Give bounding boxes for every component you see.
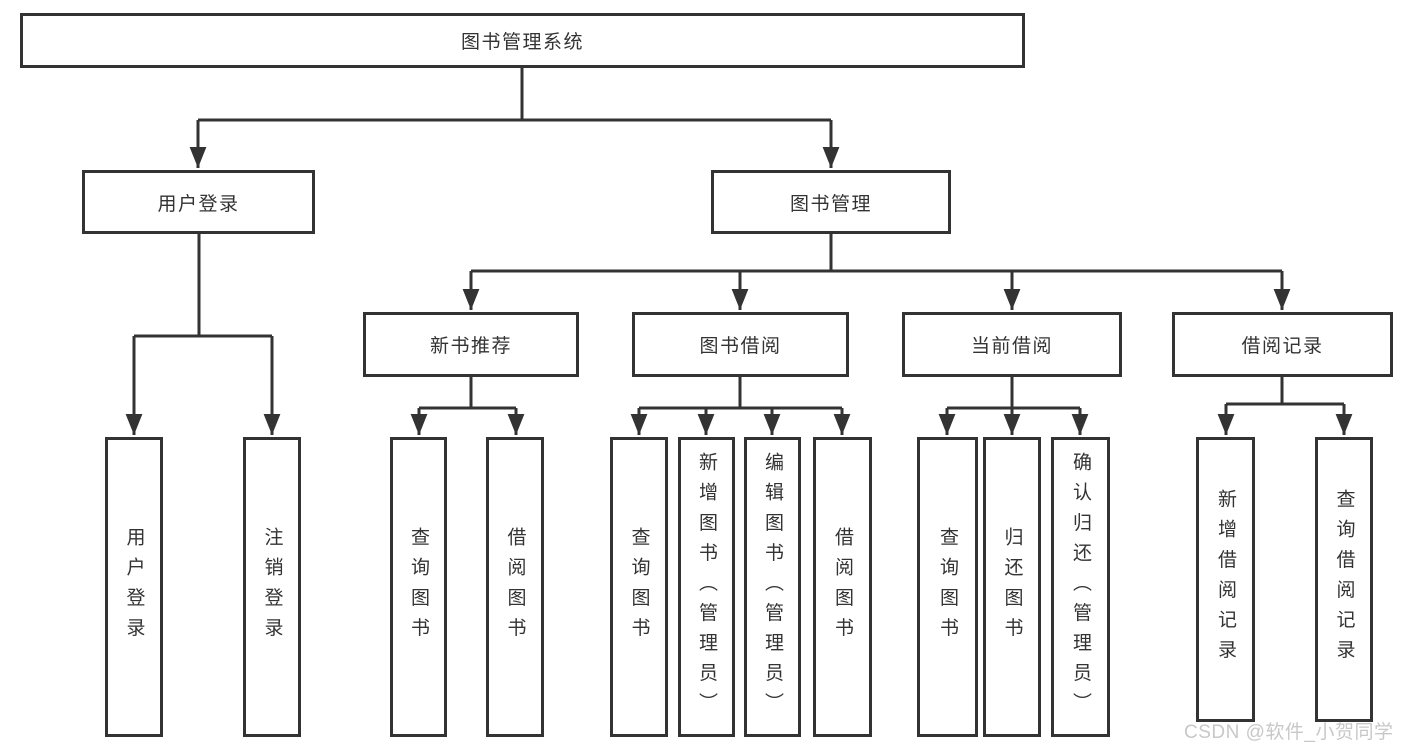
node-library-system-root: 图书管理系统 [20,13,1025,68]
node-current-borrowing: 当前借阅 [902,312,1122,377]
leaf-logout: 注销登录 [243,437,301,737]
leaf-label: 编辑图书（管理员） [762,451,783,723]
leaf-user-login: 用户登录 [105,437,163,737]
leaf-label: 查询图书 [937,526,958,648]
node-user-login-branch: 用户登录 [82,170,315,234]
leaf-label: 注销登录 [261,526,283,648]
leaf-label: 借阅图书 [504,526,526,648]
leaf-search-borrow-record: 查询借阅记录 [1315,437,1373,722]
node-label: 借阅记录 [1241,336,1324,357]
leaf-edit-books-admin: 编辑图书（管理员） [744,437,801,737]
leaf-add-books-admin: 新增图书（管理员） [678,437,735,737]
node-book-management-branch: 图书管理 [711,170,951,234]
leaf-search-books-1: 查询图书 [390,437,447,737]
node-label: 当前借阅 [970,336,1053,357]
node-borrowing-records: 借阅记录 [1172,312,1393,377]
node-label: 图书管理系统 [460,32,584,53]
leaf-borrow-books-2: 借阅图书 [813,437,872,737]
leaf-return-books: 归还图书 [983,437,1041,737]
leaf-search-books-3: 查询图书 [917,437,978,737]
leaf-label: 查询图书 [408,526,429,648]
node-label: 图书借阅 [699,336,782,357]
leaf-label: 查询借阅记录 [1333,489,1355,670]
leaf-search-books-2: 查询图书 [610,437,668,737]
node-book-borrowing: 图书借阅 [632,312,849,377]
leaf-add-borrow-record: 新增借阅记录 [1196,437,1255,722]
leaf-confirm-return-admin: 确认归还（管理员） [1051,437,1110,737]
leaf-label: 确认归还（管理员） [1070,451,1091,723]
leaf-label: 新增图书（管理员） [696,451,717,723]
leaf-label: 新增借阅记录 [1215,489,1236,670]
node-new-book-recommendation: 新书推荐 [363,312,579,377]
leaf-label: 借阅图书 [832,526,853,648]
leaf-label: 查询图书 [628,526,650,648]
leaf-label: 归还图书 [1001,526,1023,648]
leaf-borrow-books-1: 借阅图书 [486,437,544,737]
node-label: 用户登录 [157,193,240,215]
node-label: 图书管理 [789,193,872,215]
csdn-watermark: CSDN @软件_小贺同学 [1184,722,1394,743]
leaf-label: 用户登录 [123,526,145,648]
node-label: 新书推荐 [429,336,512,357]
